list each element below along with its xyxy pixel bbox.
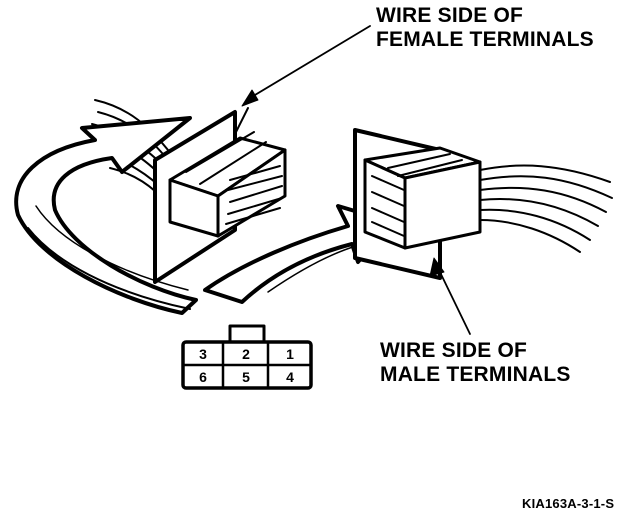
pin-6-label: 6 bbox=[199, 369, 207, 385]
female-terminals-label: WIRE SIDE OF FEMALE TERMINALS bbox=[376, 4, 594, 52]
pinout-diagram bbox=[181, 324, 313, 390]
pin-3-label: 3 bbox=[199, 346, 207, 362]
female-label-line2: FEMALE TERMINALS bbox=[376, 28, 594, 51]
pin-4-label: 4 bbox=[286, 369, 294, 385]
male-connector bbox=[353, 128, 482, 280]
male-label-line2: MALE TERMINALS bbox=[380, 363, 571, 386]
pin-1-label: 1 bbox=[286, 346, 294, 362]
male-wire-bundle bbox=[479, 164, 613, 253]
pin-2-label: 2 bbox=[242, 346, 250, 362]
female-connector bbox=[153, 107, 287, 284]
female-label-line1: WIRE SIDE OF bbox=[376, 4, 524, 27]
male-terminals-label: WIRE SIDE OF MALE TERMINALS bbox=[380, 339, 571, 387]
pin-5-label: 5 bbox=[242, 369, 250, 385]
female-leader-line bbox=[249, 25, 371, 99]
male-label-line1: WIRE SIDE OF bbox=[380, 339, 528, 362]
figure-id: KIA163A-3-1-S bbox=[522, 496, 615, 511]
left-curved-arrow bbox=[14, 116, 198, 315]
male-leader-line bbox=[437, 267, 471, 335]
